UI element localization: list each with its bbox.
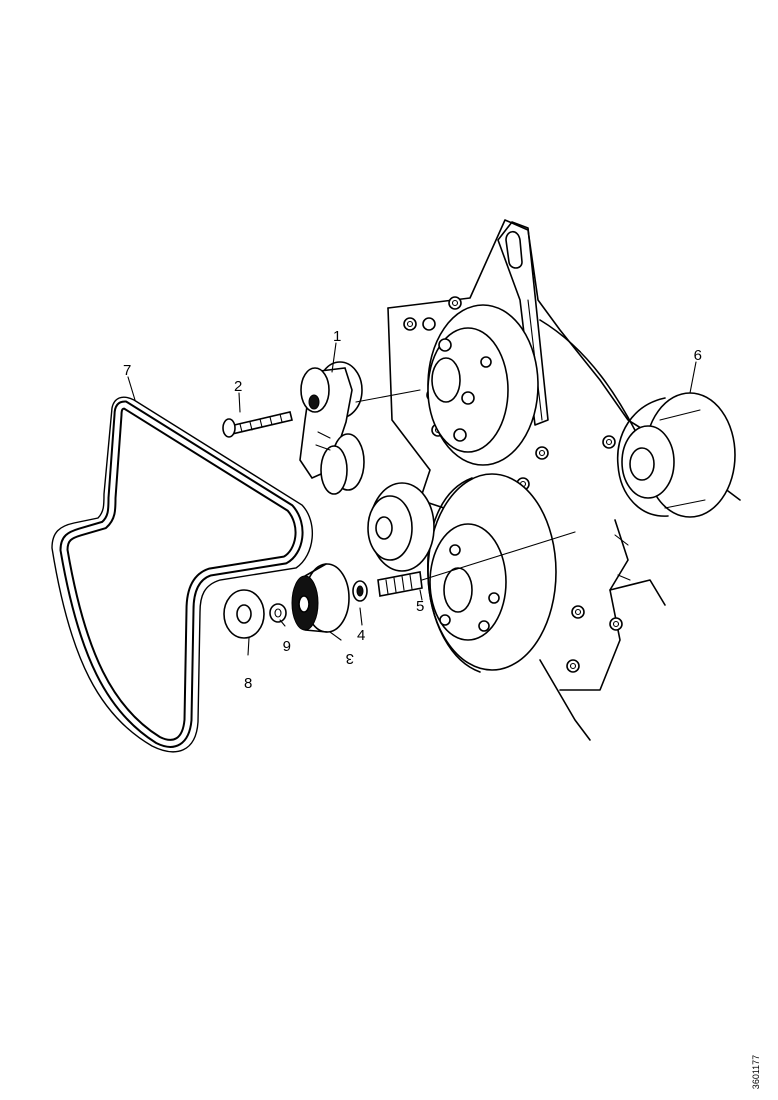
stud [377,531,576,597]
dust-cap [223,589,265,639]
belt-tensioner [299,361,421,495]
tensioner-bolt [222,411,293,438]
idler-pulley [291,563,350,633]
idler-pulley-rear [367,482,435,572]
callout-3: 3 [346,650,354,667]
nut [269,603,287,623]
pulley-9 [616,392,736,518]
poly-v-belt [51,396,314,753]
upper-hub [422,304,539,466]
crankshaft-pulley [427,473,557,673]
callout-8: 8 [244,675,252,692]
washer [352,580,368,602]
callout-6: 6 [283,637,291,654]
callout-2: 2 [234,378,242,395]
callout-5: 5 [416,598,424,615]
figure-id-label: 3601177 [748,1048,764,1096]
figure-id-text: 3601177 [751,1054,761,1090]
callout-9: 9 [694,346,702,363]
callout-leaders [127,342,697,656]
callout-7: 7 [123,362,131,379]
callout-1: 1 [333,328,341,345]
callout-4: 4 [357,627,365,644]
